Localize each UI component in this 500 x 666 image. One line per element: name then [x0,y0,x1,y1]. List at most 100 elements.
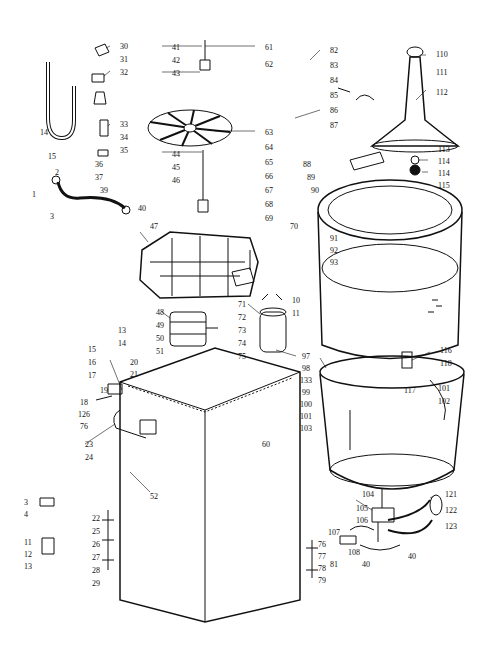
callout-number: 1 [32,190,36,199]
callout-number: 32 [120,68,128,77]
callout-number: 30 [120,42,128,51]
callout-number: 13 [118,326,126,335]
callout-number: 42 [172,56,180,65]
callout-number: 65 [265,158,273,167]
callout-number: 123 [445,522,457,531]
callout-number: 17 [88,371,96,380]
callout-number: 49 [156,321,164,330]
callout-number: 73 [238,326,246,335]
callout-number: 43 [172,69,180,78]
callout-number: 2 [55,168,59,177]
callout-number: 77 [318,552,326,561]
callout-number: 90 [311,186,319,195]
callout-number: 83 [330,61,338,70]
callout-number: 67 [265,186,273,195]
callout-number: 112 [436,88,448,97]
callout-number: 70 [290,222,298,231]
callout-number: 110 [436,50,448,59]
callout-number: 34 [120,133,128,142]
callout-number: 33 [120,120,128,129]
callout-number: 72 [238,313,246,322]
callout-number: 116 [440,346,452,355]
callout-number: 93 [330,258,338,267]
callout-number: 61 [265,43,273,52]
callout-number: 12 [24,550,32,559]
callout-number: 71 [238,300,246,309]
callout-number: 89 [307,173,315,182]
callout-number: 101 [300,412,312,421]
callout-number: 88 [303,160,311,169]
callout-number: 13 [24,562,32,571]
callout-number: 16 [88,358,96,367]
callout-number: 121 [445,490,457,499]
callout-number: 25 [92,527,100,536]
callout-number: 51 [156,347,164,356]
callout-number: 102 [438,397,450,406]
callout-number: 105 [356,504,368,513]
callout-number: 15 [48,152,56,161]
callout-number: 104 [362,490,374,499]
callout-number: 29 [92,579,100,588]
callout-number: 114 [438,169,450,178]
callout-number: 18 [80,398,88,407]
callout-number: 92 [330,246,338,255]
callout-number: 39 [100,186,108,195]
callout-number: 20 [130,358,138,367]
callout-number: 78 [318,564,326,573]
callout-number: 113 [438,145,450,154]
callout-number: 22 [92,514,100,523]
callout-number: 85 [330,91,338,100]
callout-number: 64 [265,143,273,152]
callout-number: 26 [92,540,100,549]
callout-number: 118 [440,359,452,368]
callout-number: 103 [300,424,312,433]
callout-number: 108 [348,548,360,557]
callout-number: 81 [330,560,338,569]
callout-number: 52 [150,492,158,501]
callout-number: 101 [438,384,450,393]
callout-number: 99 [302,388,310,397]
callout-number: 60 [262,440,270,449]
callout-number: 14 [118,339,126,348]
callout-number: 66 [265,172,273,181]
callout-number: 3 [50,212,54,221]
callout-number: 45 [172,163,180,172]
callout-number: 62 [265,60,273,69]
callout-number: 122 [445,506,457,515]
callout-number: 40 [138,204,146,213]
callout-number: 40 [362,560,370,569]
callout-number: 76 [318,540,326,549]
callout-number: 133 [300,376,312,385]
callout-number: 111 [436,68,447,77]
callout-number: 117 [404,386,416,395]
callout-number: 106 [356,516,368,525]
callout-number: 68 [265,200,273,209]
callout-number: 11 [24,538,32,547]
callout-number: 47 [150,222,158,231]
callout-number: 46 [172,176,180,185]
callout-number: 50 [156,334,164,343]
callout-number: 91 [330,234,338,243]
callout-number: 48 [156,308,164,317]
callout-number: 41 [172,43,180,52]
callout-number: 21 [130,370,138,379]
callout-number: 126 [78,410,90,419]
callout-number: 14 [40,128,48,137]
callout-number: 27 [92,553,100,562]
callout-number: 82 [330,46,338,55]
callout-number: 10 [292,296,300,305]
callout-number: 19 [100,386,108,395]
callout-number: 100 [300,400,312,409]
callout-number: 40 [408,552,416,561]
callout-number: 15 [88,345,96,354]
callout-number: 114 [438,157,450,166]
callout-number: 84 [330,76,338,85]
callout-number: 4 [24,510,28,519]
callout-number: 44 [172,150,180,159]
callout-number: 87 [330,121,338,130]
callout-number: 98 [302,364,310,373]
callout-number: 74 [238,339,246,348]
callout-number: 69 [265,214,273,223]
